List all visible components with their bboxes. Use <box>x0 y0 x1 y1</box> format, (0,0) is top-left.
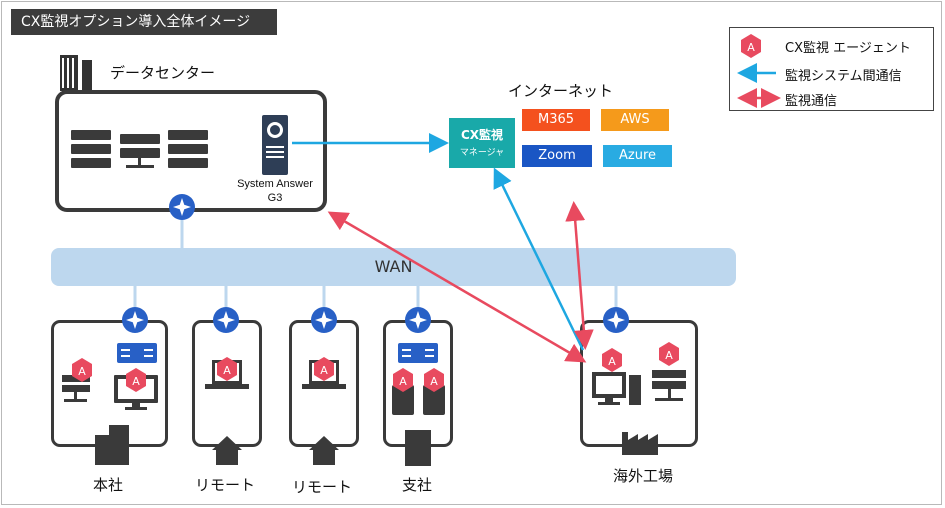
site-label-remote-1: リモート <box>195 476 256 494</box>
switch-icon <box>117 343 157 363</box>
blue-arrow-factory-to-manager <box>493 167 585 351</box>
switch-icon <box>398 343 438 363</box>
legend-red-arrow-label: 監視通信 <box>785 94 838 109</box>
datacenter-label: データセンター <box>110 64 216 82</box>
agent-icon: A <box>217 357 237 381</box>
server-icon <box>62 375 90 402</box>
red-arrow-factory-internet <box>565 201 594 350</box>
wan-links <box>133 215 618 310</box>
svg-text:A: A <box>78 365 86 378</box>
diagram-title: CX監視オプション導入全体イメージ <box>11 9 277 35</box>
legend-agent-icon: A <box>741 34 761 58</box>
agent-icon: A <box>602 348 622 372</box>
legend-agent-label: CX監視 エージェント <box>785 41 911 56</box>
service-zoom: Zoom <box>522 145 592 167</box>
office-building-icon <box>95 425 129 465</box>
server-icon <box>652 370 686 401</box>
office-building-icon <box>405 430 431 466</box>
agent-icon: A <box>314 357 334 381</box>
site-label-overseas-factory: 海外工場 <box>613 467 674 485</box>
tablet-icon <box>392 385 445 415</box>
router-icon <box>311 307 337 333</box>
agent-icon: A <box>659 342 679 366</box>
svg-text:A: A <box>320 364 328 377</box>
service-azure: Azure <box>603 145 672 167</box>
desktop-icon <box>592 372 641 405</box>
server-name-line2: G3 <box>268 192 283 204</box>
site-label-honsha: 本社 <box>93 476 124 494</box>
router-icon <box>603 307 629 333</box>
server-rack-icon <box>71 130 208 168</box>
service-aws: AWS <box>601 109 669 131</box>
svg-text:A: A <box>399 375 407 388</box>
site-label-remote-2: リモート <box>292 478 353 496</box>
agent-icon: A <box>424 368 444 392</box>
site-label-shisha: 支社 <box>402 476 433 494</box>
router-icon <box>405 307 431 333</box>
legend-blue-arrow-label: 監視システム間通信 <box>785 69 902 84</box>
agent-icon: A <box>126 368 146 392</box>
svg-text:A: A <box>665 349 673 362</box>
svg-text:A: A <box>132 375 140 388</box>
home-icon <box>309 436 339 465</box>
internet-label: インターネット <box>508 82 614 100</box>
agent-icon: A <box>393 368 413 392</box>
building-icon <box>60 55 92 91</box>
router-icon <box>169 194 195 220</box>
service-m365: M365 <box>522 109 590 131</box>
svg-text:A: A <box>223 364 231 377</box>
red-arrow-datacenter-factory <box>327 211 587 363</box>
server-tower-icon <box>262 115 288 175</box>
agent-icon: A <box>72 358 92 382</box>
home-icon <box>212 436 242 465</box>
server-name-line1: System Answer <box>237 178 313 190</box>
svg-text:A: A <box>430 375 438 388</box>
factory-icon <box>622 432 658 455</box>
svg-text:A: A <box>608 355 616 368</box>
router-icon <box>122 307 148 333</box>
cx-manager-line2: マネージャ <box>459 148 505 158</box>
cx-manager-line1: CX監視 <box>460 128 504 142</box>
router-icon <box>213 307 239 333</box>
svg-text:A: A <box>747 41 755 54</box>
cx-manager-box: CX監視 マネージャ <box>449 118 515 168</box>
